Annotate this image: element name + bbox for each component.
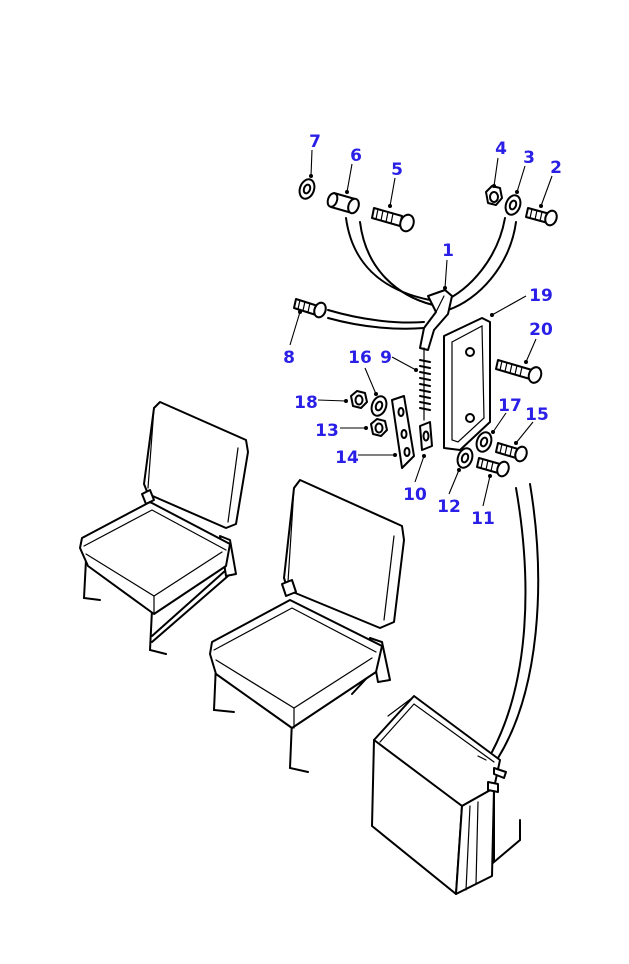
callout-3: 3 <box>523 148 535 168</box>
nut-part-13 <box>370 418 388 437</box>
washer-part-16 <box>370 395 388 417</box>
bolt-part-8 <box>293 298 327 319</box>
bolt-part-2 <box>525 207 558 227</box>
washer-part-3 <box>504 194 522 216</box>
seat-left <box>79 401 249 655</box>
callout-6: 6 <box>350 146 362 166</box>
nut-part-18 <box>350 390 368 409</box>
callout-13: 13 <box>315 421 339 441</box>
callout-20: 20 <box>529 320 553 340</box>
spring-part-9 <box>419 347 431 421</box>
bracket-part-1 <box>419 289 453 351</box>
plate-part-14 <box>391 395 415 469</box>
callout-2: 2 <box>550 158 562 178</box>
washer-part-17 <box>475 431 493 453</box>
callout-10: 10 <box>403 485 427 505</box>
callout-12: 12 <box>437 497 461 517</box>
callout-4: 4 <box>495 139 507 159</box>
bolt-part-11 <box>476 457 510 478</box>
callout-11: 11 <box>471 509 495 529</box>
callout-18: 18 <box>294 393 318 413</box>
bench-seat-box <box>371 695 521 895</box>
seat-middle <box>209 479 405 773</box>
link-part-10 <box>419 421 433 451</box>
panel-part-19 <box>443 317 491 451</box>
bolt-part-5 <box>371 207 415 233</box>
callout-leaders <box>289 149 553 507</box>
callout-8: 8 <box>283 348 295 368</box>
callout-16: 16 <box>348 348 372 368</box>
callout-1: 1 <box>442 241 454 261</box>
callout-19: 19 <box>529 286 553 306</box>
callout-15: 15 <box>525 405 549 425</box>
callout-9: 9 <box>380 348 392 368</box>
callout-labels: 7 6 5 4 3 2 1 19 20 8 9 16 18 13 14 17 1… <box>283 132 562 529</box>
nut-part-4 <box>485 185 503 206</box>
bolt-part-20 <box>495 359 543 384</box>
bolt-part-15 <box>495 442 528 463</box>
spacer-part-6 <box>326 192 360 215</box>
callout-7: 7 <box>309 132 321 152</box>
callout-17: 17 <box>498 396 522 416</box>
callout-14: 14 <box>335 448 359 468</box>
washer-part-12 <box>456 447 474 469</box>
connector-wires <box>327 217 540 759</box>
washer-part-7 <box>298 178 316 200</box>
callout-5: 5 <box>391 160 403 180</box>
